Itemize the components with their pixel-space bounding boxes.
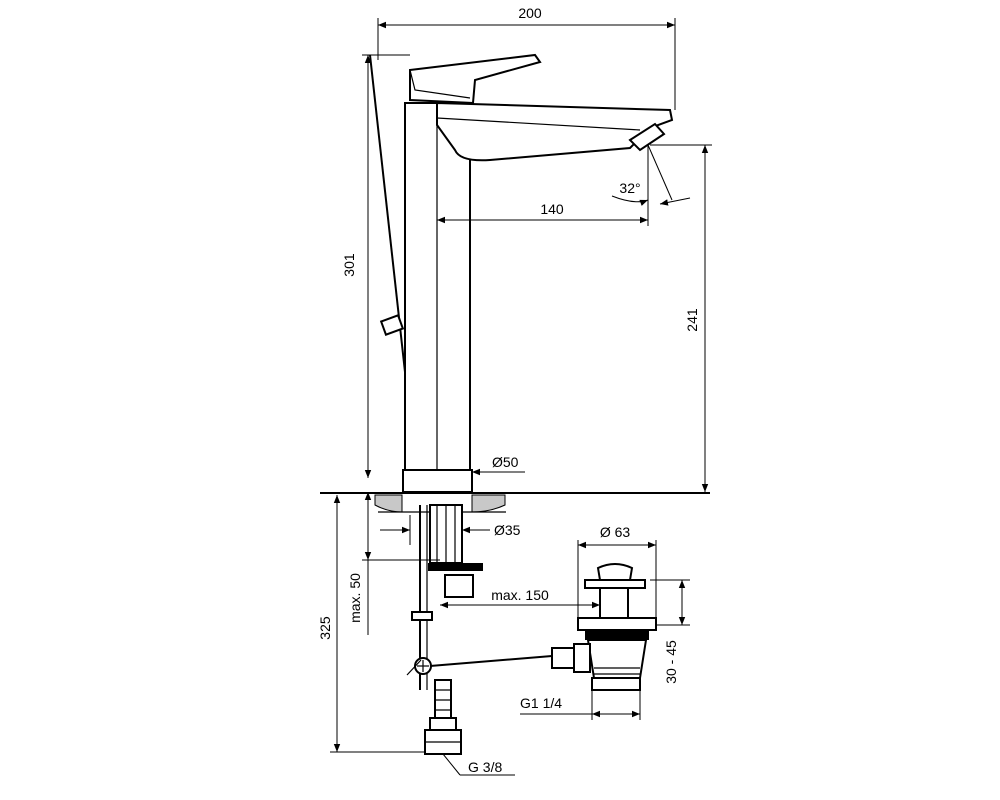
dimension-lines [330,18,712,776]
label-supply-thread: G 3/8 [468,759,502,775]
label-height-total: 301 [341,253,357,277]
label-spout-reach: 140 [540,201,564,217]
under-deck-fittings [406,504,553,755]
popup-waste [551,563,657,691]
label-waste-thread: G1 1/4 [520,695,562,711]
label-max-thickness: max. 50 [347,573,363,623]
faucet-body [369,53,674,493]
label-width-total: 200 [518,5,542,21]
deck-section [320,492,710,513]
label-spout-angle: 32° [619,180,640,196]
label-body-diameter: Ø50 [492,454,519,470]
label-waste-range: 30 - 45 [663,640,679,684]
label-spout-height: 241 [684,308,700,332]
label-below-deck: 325 [317,616,333,640]
label-max-reach: max. 150 [491,587,549,603]
label-waste-diameter: Ø 63 [600,524,631,540]
label-hole-diameter: Ø35 [494,522,521,538]
